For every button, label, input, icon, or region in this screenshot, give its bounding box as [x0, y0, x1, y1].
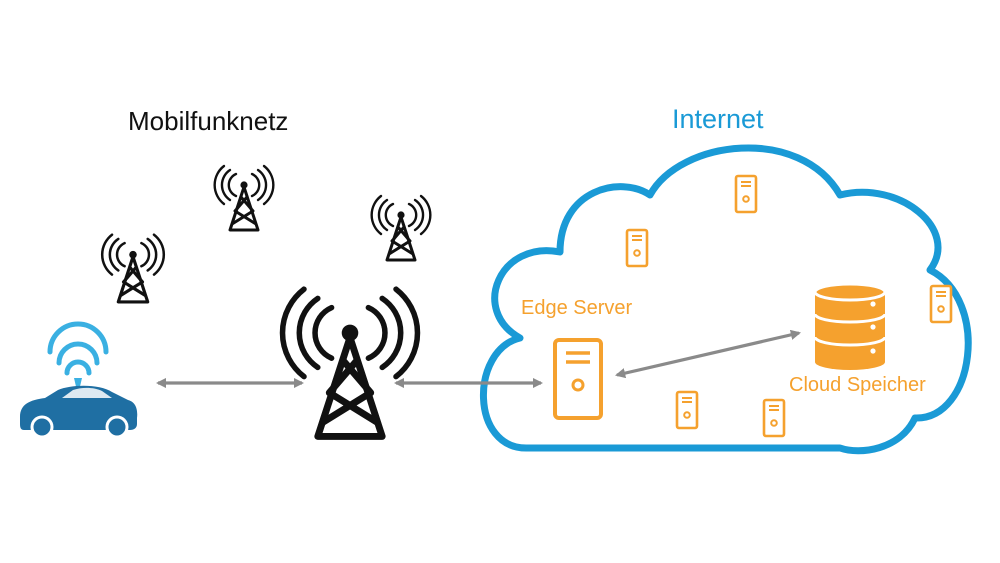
- cloud-storage-label: Cloud Speicher: [789, 374, 926, 396]
- internet-cloud-outline: [479, 144, 972, 455]
- database-icon: [813, 282, 887, 370]
- cell-tower-icon: [100, 233, 166, 304]
- cell-tower-icon: [213, 164, 275, 232]
- server-icon: [675, 390, 699, 430]
- internet-label: Internet: [672, 104, 764, 134]
- edge-server-icon: [553, 338, 603, 420]
- server-icon: [734, 174, 758, 214]
- mobile-network-label: Mobilfunknetz: [128, 106, 289, 136]
- main-cell-tower-icon: [283, 289, 418, 436]
- server-icon: [929, 284, 953, 324]
- cell-tower-icon: [370, 194, 432, 262]
- server-icon: [762, 398, 786, 438]
- edge-cloud-link-arrow: [615, 329, 801, 379]
- connected-car-icon: [20, 321, 138, 439]
- server-icon: [625, 228, 649, 268]
- edge-server-label: Edge Server: [521, 297, 633, 319]
